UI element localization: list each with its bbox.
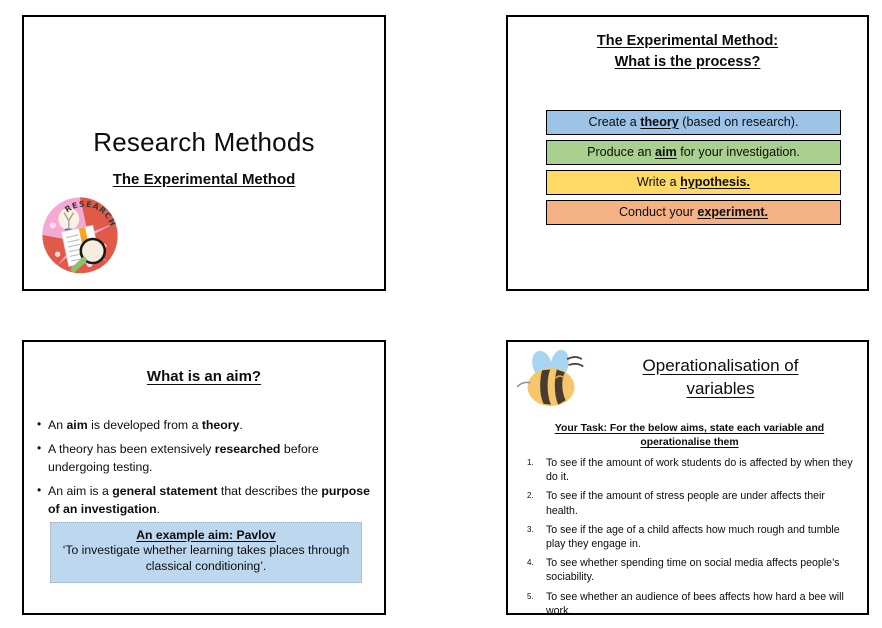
aims-numbered-list: To see if the amount of work students do… [522,456,855,615]
aim-bullet-3: An aim is a general statement that descr… [37,482,370,518]
process-step-box-1[interactable]: Create a theory (based on research). [546,110,841,135]
example-aim-text: ‘To investigate whether learning takes p… [62,543,350,573]
aim-bullet-run: before undergoing testing. [48,442,319,474]
process-step-box-3[interactable]: Write a hypothesis. [546,170,841,195]
aim-item-1: To see if the amount of work students do… [527,457,853,484]
slide2-title-line1: The Experimental Method: [596,33,779,49]
slide4-task-line1: Your Task: For the below aims, state eac… [554,423,825,434]
process-step-list: Create a theory (based on research). Prod… [546,110,841,230]
process-step-prefix: Conduct your [618,205,698,219]
aim-bullet-run: . [156,501,161,516]
aim-bullet-2: A theory has been extensively researched… [37,440,370,476]
slide2-title-line2: What is the process? [614,54,761,71]
process-step-box-4[interactable]: Conduct your experiment. [546,200,841,225]
slide-2-experimental-process[interactable]: The Experimental Method: What is the pro… [506,15,869,291]
process-step-keyword: hypothesis. [680,175,751,189]
aim-bullet-bold-run: aim [66,418,88,432]
aim-bullet-bold-run: general statement [112,484,218,499]
aim-item-3: To see if the age of a child affects how… [527,523,840,550]
aim-bullet-bold-run: theory [201,418,240,432]
aim-bullet-bold-run: purpose of an investigation [48,484,370,516]
aim-bullet-run: A theory has been extensively [48,442,215,457]
aim-item-2: To see if the amount of stress people ar… [527,490,825,517]
slide4-title-line2: variables [686,379,755,399]
slide4-title: Operationalisation of variables [588,354,853,401]
bee-icon [516,349,584,407]
process-step-keyword: theory [640,115,679,129]
slide3-title: What is an aim? [146,368,262,385]
aim-item-5: To see whether an audience of bees affec… [527,590,844,615]
process-step-prefix: Write a [636,175,681,189]
process-step-keyword: experiment. [697,205,769,219]
slide-4-operationalisation[interactable]: Operationalisation of variables Your Tas… [506,340,869,615]
aim-bullet-run: . [239,418,243,432]
aim-bullet-list: An aim is developed from a theory. A theo… [34,416,370,525]
slide-1-research-methods[interactable]: Research Methods The Experimental Method [22,15,386,291]
slide2-title: The Experimental Method: What is the pro… [508,31,867,73]
process-step-box-2[interactable]: Produce an aim for your investigation. [546,140,841,165]
slide1-subtitle: The Experimental Method [112,171,296,188]
slide4-title-line1: Operationalisation of [642,356,799,375]
aim-item-4: To see whether spending time on social m… [527,557,840,584]
process-step-suffix: (based on research). [678,115,799,129]
process-step-keyword: aim [655,145,677,159]
slide4-task-instruction: Your Task: For the below aims, state eac… [532,422,847,450]
research-badge-icon: RESEARCH [42,197,118,274]
slide-3-what-is-an-aim[interactable]: What is an aim? An aim is developed from… [22,340,386,615]
aim-bullet-run: An [48,418,67,432]
process-step-prefix: Create a [588,115,641,129]
aim-bullet-bold-run: researched [214,442,281,457]
slide1-title: Research Methods [93,127,315,157]
example-aim-heading: An example aim: Pavlov [136,528,276,542]
slide4-task-line2: operationalise them [640,437,739,449]
example-aim-box: An example aim: Pavlov ‘To investigate w… [50,522,362,583]
aim-bullet-1: An aim is developed from a theory. [37,416,370,434]
aim-bullet-run: that describes the [217,484,322,499]
aim-bullet-run: is developed from a [87,418,202,432]
process-step-suffix: for your investigation. [676,145,800,159]
aim-bullet-run: An aim is a [48,484,113,499]
process-step-prefix: Produce an [587,145,655,159]
